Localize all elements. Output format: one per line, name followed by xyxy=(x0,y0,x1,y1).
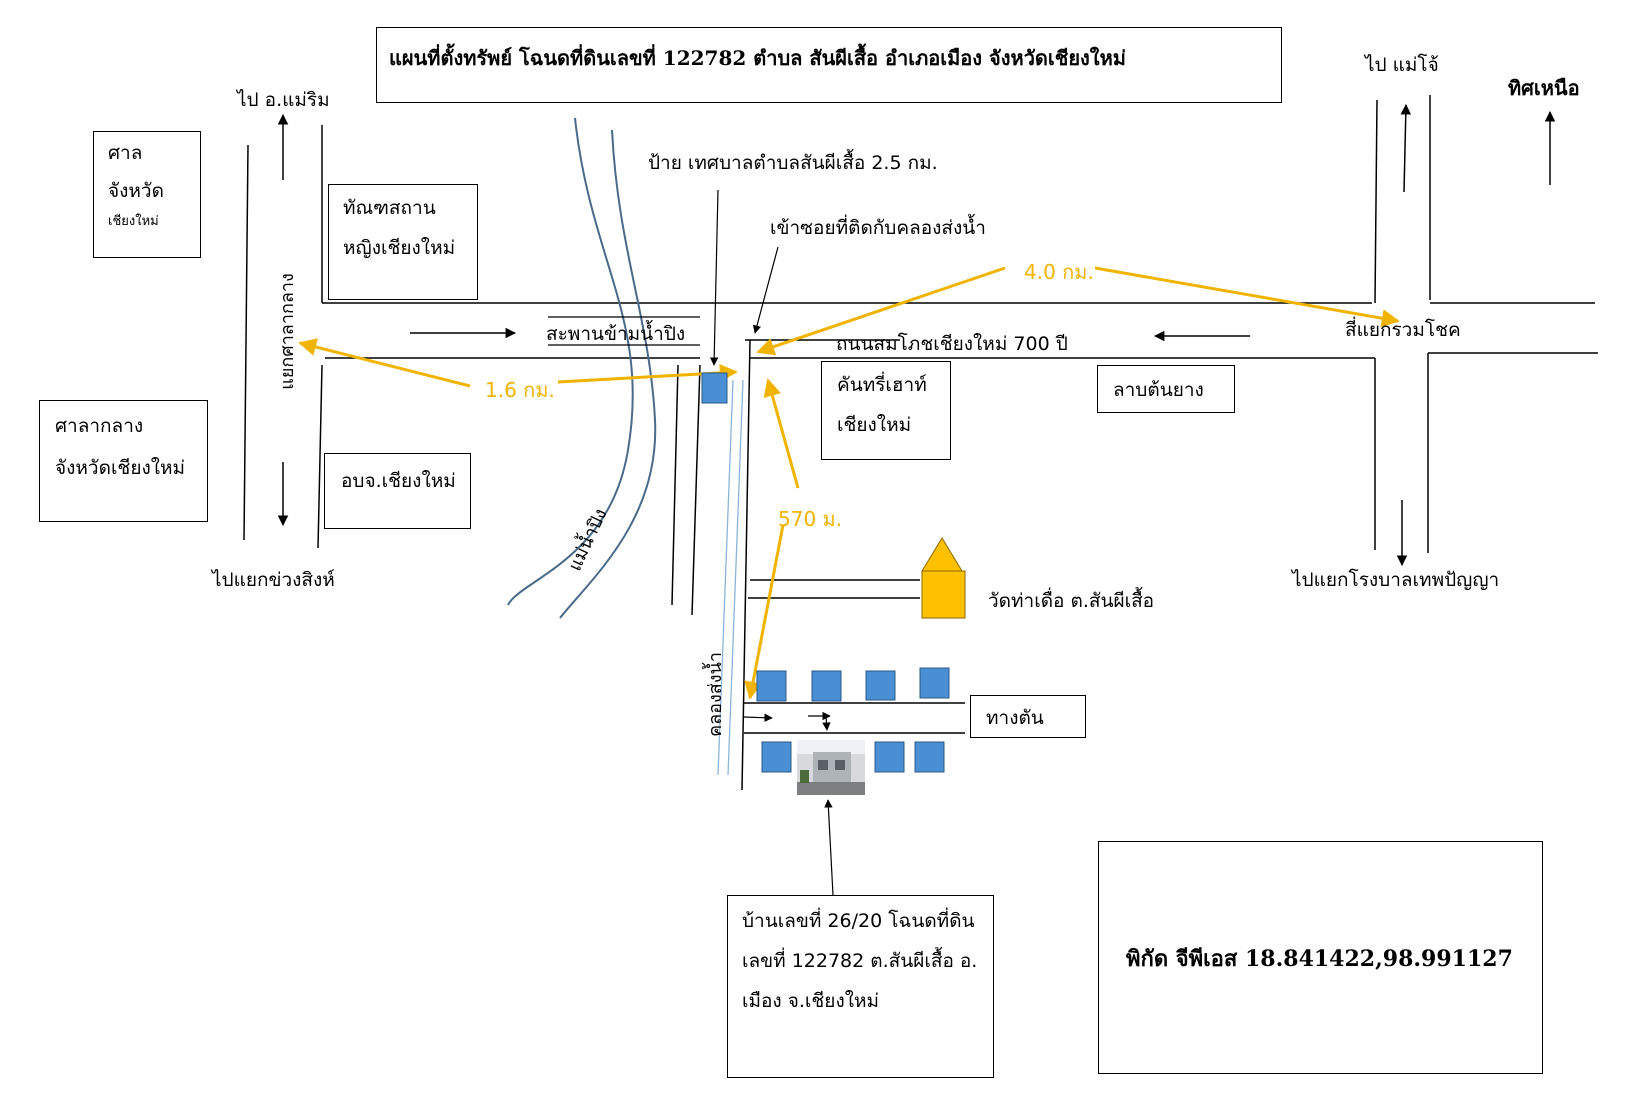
pao-label: อบจ.เชียงใหม่ xyxy=(341,470,456,492)
property-label-1: บ้านเลขที่ 26/20 โฉนดที่ดิน xyxy=(742,910,975,932)
leader-lines xyxy=(709,189,834,896)
to-mae-jo-label: ไป แม่โจ้ xyxy=(1365,54,1439,76)
to-mae-rim-label: ไป อ.แม่ริม xyxy=(237,89,330,111)
main-road-label: ถนนสมโภชเชียงใหม่ 700 ปี xyxy=(836,333,1068,355)
country-home-box: คันทรี่เฮาท์ เชียงใหม่ xyxy=(821,361,951,460)
house-marker xyxy=(701,372,728,404)
prison-box: ทัณฑสถาน หญิงเชียงใหม่ xyxy=(328,184,478,300)
distance-to-sala: 1.6 กม. xyxy=(485,378,555,402)
bridge xyxy=(548,316,700,346)
sala-junction-label: แยกศาลากลาง xyxy=(276,273,298,390)
temple-icon xyxy=(921,537,966,619)
gps-label: พิกัด จีพีเอส 18.841422,98.991127 xyxy=(1126,946,1513,972)
court-box: ศาล จังหวัด เชียงใหม่ xyxy=(93,131,201,258)
dead-end-label: ทางตัน xyxy=(986,707,1044,729)
house-marker xyxy=(874,741,905,773)
dead-end-box: ทางตัน xyxy=(970,695,1086,738)
distance-to-ruam-chok: 4.0 กม. xyxy=(1024,260,1094,284)
temple-label: วัดท่าเดื่อ ต.สันผีเสื้อ xyxy=(988,590,1155,612)
house-marker xyxy=(914,741,945,773)
lap-ton-yang-box: ลาบต้นยาง xyxy=(1097,365,1235,413)
house-marker xyxy=(756,670,787,702)
gps-box: พิกัด จีพีเอส 18.841422,98.991127 xyxy=(1098,841,1543,1074)
country-home-label-2: เชียงใหม่ xyxy=(837,413,912,436)
property-label-2: เลขที่ 122782 ต.สันผีเสื้อ อ. xyxy=(742,949,978,972)
property-photo xyxy=(797,740,865,795)
main-road xyxy=(322,302,1598,359)
property-label-3: เมือง จ.เชียงใหม่ xyxy=(742,989,880,1012)
title-box: แผนที่ตั้งทรัพย์ โฉนดที่ดินเลขที่ 122782… xyxy=(376,27,1282,103)
to-khuang-sing-label: ไปแยกข่วงสิงห์ xyxy=(212,569,335,591)
house-markers xyxy=(701,372,950,773)
prison-label-2: หญิงเชียงใหม่ xyxy=(343,236,456,259)
sign-label: ป้าย เทศบาลตำบลสันผีเสื้อ 2.5 กม. xyxy=(648,152,938,174)
court-label-1: ศาล xyxy=(108,142,143,164)
property-box: บ้านเลขที่ 26/20 โฉนดที่ดิน เลขที่ 12278… xyxy=(727,895,994,1078)
canal xyxy=(717,379,744,776)
to-thepparat-label: ไปแยกโรงบาลเทพปัญญา xyxy=(1292,569,1500,591)
city-hall-label-2: จังหวัดเชียงใหม่ xyxy=(55,456,186,479)
pao-box: อบจ.เชียงใหม่ xyxy=(324,453,471,529)
country-home-label-1: คันทรี่เฮาท์ xyxy=(837,374,927,396)
ruam-chok-label: สี่แยกรวมโชค xyxy=(1345,319,1461,341)
house-marker xyxy=(865,670,896,701)
house-marker xyxy=(811,670,842,702)
north-label: ทิศเหนือ xyxy=(1508,76,1580,100)
city-hall-label-1: ศาลากลาง xyxy=(55,415,144,437)
court-label-2: จังหวัด xyxy=(108,179,164,202)
house-marker xyxy=(761,741,792,773)
canal-label: คลองส่งน้ำ xyxy=(704,652,726,737)
court-label-3: เชียงใหม่ xyxy=(108,213,159,229)
lap-ton-yang-label: ลาบต้นยาง xyxy=(1113,379,1204,401)
city-hall-box: ศาลากลาง จังหวัดเชียงใหม่ xyxy=(39,400,208,522)
soi-entry-label: เข้าซอยที่ติดกับคลองส่งน้ำ xyxy=(770,217,986,239)
ping-river xyxy=(507,117,657,619)
bridge-label: สะพานข้ามน้ำปิง xyxy=(546,323,686,345)
prison-label-1: ทัณฑสถาน xyxy=(343,197,436,219)
distance-soi: 570 ม. xyxy=(778,507,843,531)
house-marker xyxy=(919,667,950,699)
map-title: แผนที่ตั้งทรัพย์ โฉนดที่ดินเลขที่ 122782… xyxy=(389,46,1126,70)
left-road xyxy=(243,125,323,549)
right-road xyxy=(1374,95,1431,553)
direction-arrows xyxy=(277,103,1556,567)
